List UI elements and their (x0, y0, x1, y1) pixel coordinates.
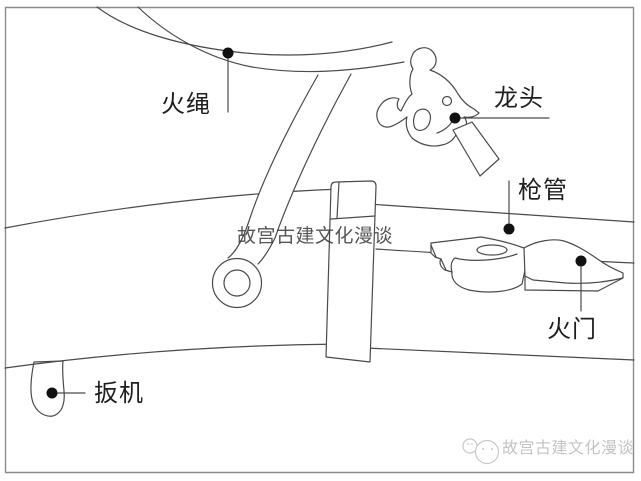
flash-pan-step-line-1 (430, 244, 437, 258)
dragon-neck-detail (413, 108, 432, 131)
marker-dot-flash-vent (575, 255, 587, 267)
hanging-cord-left-edge (227, 74, 319, 259)
marker-dot-match-cord (222, 47, 234, 59)
dragon-eye (441, 95, 453, 107)
priming-pan-hole (476, 244, 508, 256)
label-flash-vent: 火门 (547, 317, 597, 343)
watermark-logo-icon (462, 438, 500, 465)
stock-bottom-line-right (365, 347, 635, 361)
barrel-band-edge-line (336, 181, 340, 219)
match-tip (452, 121, 500, 177)
flash-pan-step-line-2 (440, 258, 447, 271)
frame-border (4, 6, 635, 474)
watermark-center-text: 故宫古建文化漫谈 (237, 226, 394, 247)
match-cord-lower-edge (137, 6, 405, 73)
marker-dot-dragon-head (449, 112, 461, 124)
barrel-band-fold-line (330, 215, 376, 220)
barrel-top-line-right (367, 203, 635, 223)
flash-vent-plate (523, 239, 624, 284)
flash-vent-plate-thickness (524, 275, 624, 292)
marker-dot-trigger (46, 387, 58, 399)
flash-pan-front-edge (450, 253, 518, 273)
label-barrel: 枪管 (518, 178, 568, 204)
watermark-bottom-text: 故宫古建文化漫谈 (502, 440, 635, 457)
barrel-top-line-left (4, 188, 343, 229)
barrel-band (325, 180, 377, 363)
trigger-shape (30, 360, 65, 417)
match-cord-upper-edge (96, 6, 393, 56)
flash-pan-bracket (430, 236, 530, 293)
label-match-cord: 火绳 (161, 92, 211, 118)
cord-coil-inner-ring (223, 269, 251, 297)
stock-bottom-line-left (4, 343, 343, 369)
label-trigger: 扳机 (94, 381, 144, 407)
hanging-cord-right-edge (257, 73, 352, 265)
label-dragon-head: 龙头 (494, 86, 544, 112)
match-cord-hanging-band (228, 74, 351, 264)
marker-dot-barrel (503, 223, 515, 235)
